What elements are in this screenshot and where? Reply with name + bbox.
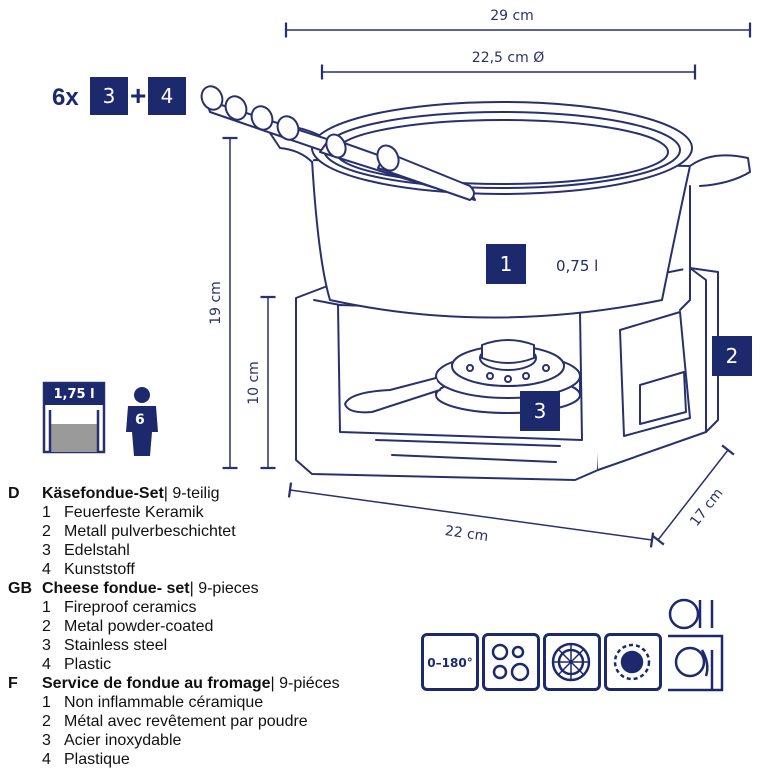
dimension-lines (222, 22, 752, 548)
halogen-hob-icon-frame (543, 633, 601, 691)
legend-item-gb-2: Metal powder-coated (64, 618, 214, 635)
legend-item-fr-4: Plastique (64, 751, 130, 768)
legend-title-de: Käsefondue-Set (42, 485, 164, 502)
callout-fork-part-4: 4 (148, 77, 186, 115)
dim-label-10cm: 10 cm (246, 361, 262, 405)
legend-title-gb: Cheese fondue- set (42, 580, 190, 597)
lang-code-fr: F (8, 675, 18, 692)
fork-quantity-label: 6x (52, 84, 79, 111)
gas-hob-icon-frame (604, 633, 662, 691)
lang-code-de: D (8, 485, 20, 502)
callout-pot: 1 (486, 244, 526, 284)
legend-suffix-fr: | 9-piéces (270, 675, 340, 692)
callout-stand: 2 (712, 336, 752, 376)
dim-label-17cm: 17 cm (687, 485, 726, 529)
callout-burner: 3 (520, 391, 560, 431)
oven-temperature-icon: 0–180° (421, 633, 479, 691)
callout-fork-part-3: 3 (90, 77, 128, 115)
dim-label-22cm: 22 cm (444, 523, 489, 545)
legend-item-gb-3: Stainless steel (64, 637, 168, 654)
dim-line-22cm (287, 482, 655, 548)
legend-item-de-1: Feuerfeste Keramik (64, 504, 204, 521)
dim-label-19cm: 19 cm (208, 281, 224, 325)
legend-item-de-3: Edelstahl (64, 542, 130, 559)
capacity-label: 1,75 l (44, 383, 104, 405)
legend-item-gb-1: Fireproof ceramics (64, 599, 197, 616)
dim-label-29cm: 29 cm (490, 8, 534, 24)
plus-sign: + (130, 80, 147, 111)
fondue-set-drawing (200, 85, 751, 481)
pot-volume-label: 0,75 l (556, 257, 599, 275)
oven-temperature-label: 0–180° (427, 656, 473, 670)
legend-item-de-4: Kunststoff (64, 561, 135, 578)
lang-code-gb: GB (8, 580, 32, 597)
care-icons (491, 598, 724, 692)
legend-title-fr: Service de fondue au fromage (42, 675, 271, 692)
electric-hob-icon (491, 643, 530, 682)
dim-line-17cm (651, 444, 735, 546)
persons-count: 6 (135, 412, 145, 428)
gas-hob-icon (613, 643, 651, 681)
dishwasher-icon (668, 598, 724, 692)
legend-item-fr-1: Non inflammable céramique (64, 694, 264, 711)
fondue-forks (200, 85, 476, 201)
halogen-hob-icon (551, 642, 591, 682)
dim-label-225cm: 22,5 cm Ø (472, 50, 544, 66)
electric-hob-icon-frame (482, 633, 540, 691)
person-icon (126, 387, 158, 456)
legend-item-fr-3: Acier inoxydable (64, 732, 182, 749)
legend-item-gb-4: Plastic (64, 656, 112, 673)
legend-suffix-gb: | 9-pieces (189, 580, 259, 597)
legend-fr: F Service de fondue au fromage | 9-piéces… (8, 675, 340, 768)
legend-item-fr-2: Métal avec revêtement par poudre (64, 713, 308, 730)
burner (344, 339, 581, 414)
legend-item-de-2: Metall pulverbeschichtet (64, 523, 236, 540)
legend-suffix-de: | 9-teilig (163, 485, 220, 502)
